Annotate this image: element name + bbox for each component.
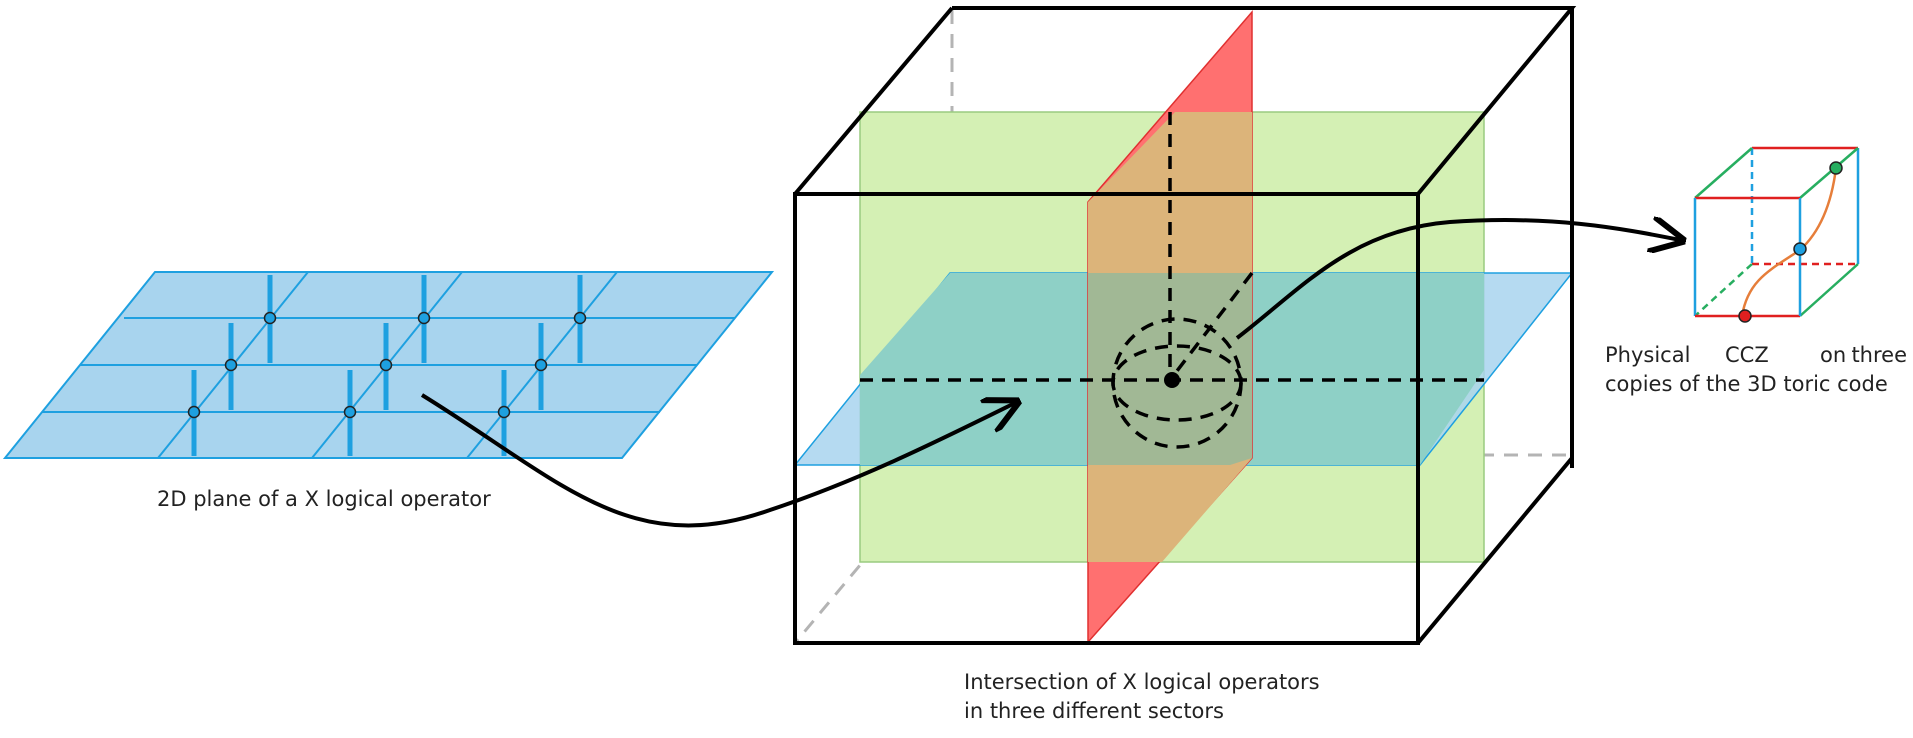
central-cube xyxy=(793,6,1577,645)
ccz-caption: Physical CCZ on three copies of the 3D t… xyxy=(1605,343,1907,396)
ccz-qubit-blue xyxy=(1793,242,1807,256)
ccz-caption-word-4: three xyxy=(1851,343,1907,367)
intersection-sphere xyxy=(1111,317,1243,449)
ccz-caption-word-1: Physical xyxy=(1605,343,1690,367)
ccz-caption-word-3: on xyxy=(1820,343,1846,367)
arrow-plane-to-cube xyxy=(420,393,1015,528)
ccz-curve xyxy=(1740,167,1838,317)
x-logical-plane xyxy=(2,271,775,459)
ccz-caption-word-2: CCZ xyxy=(1725,343,1769,367)
intersection-point xyxy=(1164,372,1180,388)
intersection-caption-line2: in three different sectors xyxy=(964,699,1224,723)
ccz-qubits xyxy=(1738,161,1843,323)
intersection-caption-line1: Intersection of X logical operators xyxy=(964,670,1320,694)
qubit-dots xyxy=(187,311,587,419)
cube-edges xyxy=(793,6,1577,645)
plane-caption: 2D plane of a X logical operator xyxy=(157,487,491,511)
ccz-qubit-green xyxy=(1829,161,1843,175)
ccz-qubit-red xyxy=(1738,309,1752,323)
ccz-caption-line2: copies of the 3D toric code xyxy=(1605,372,1888,396)
triple-overlap xyxy=(1088,273,1252,465)
arrow-cube-to-ccz xyxy=(1235,220,1680,340)
